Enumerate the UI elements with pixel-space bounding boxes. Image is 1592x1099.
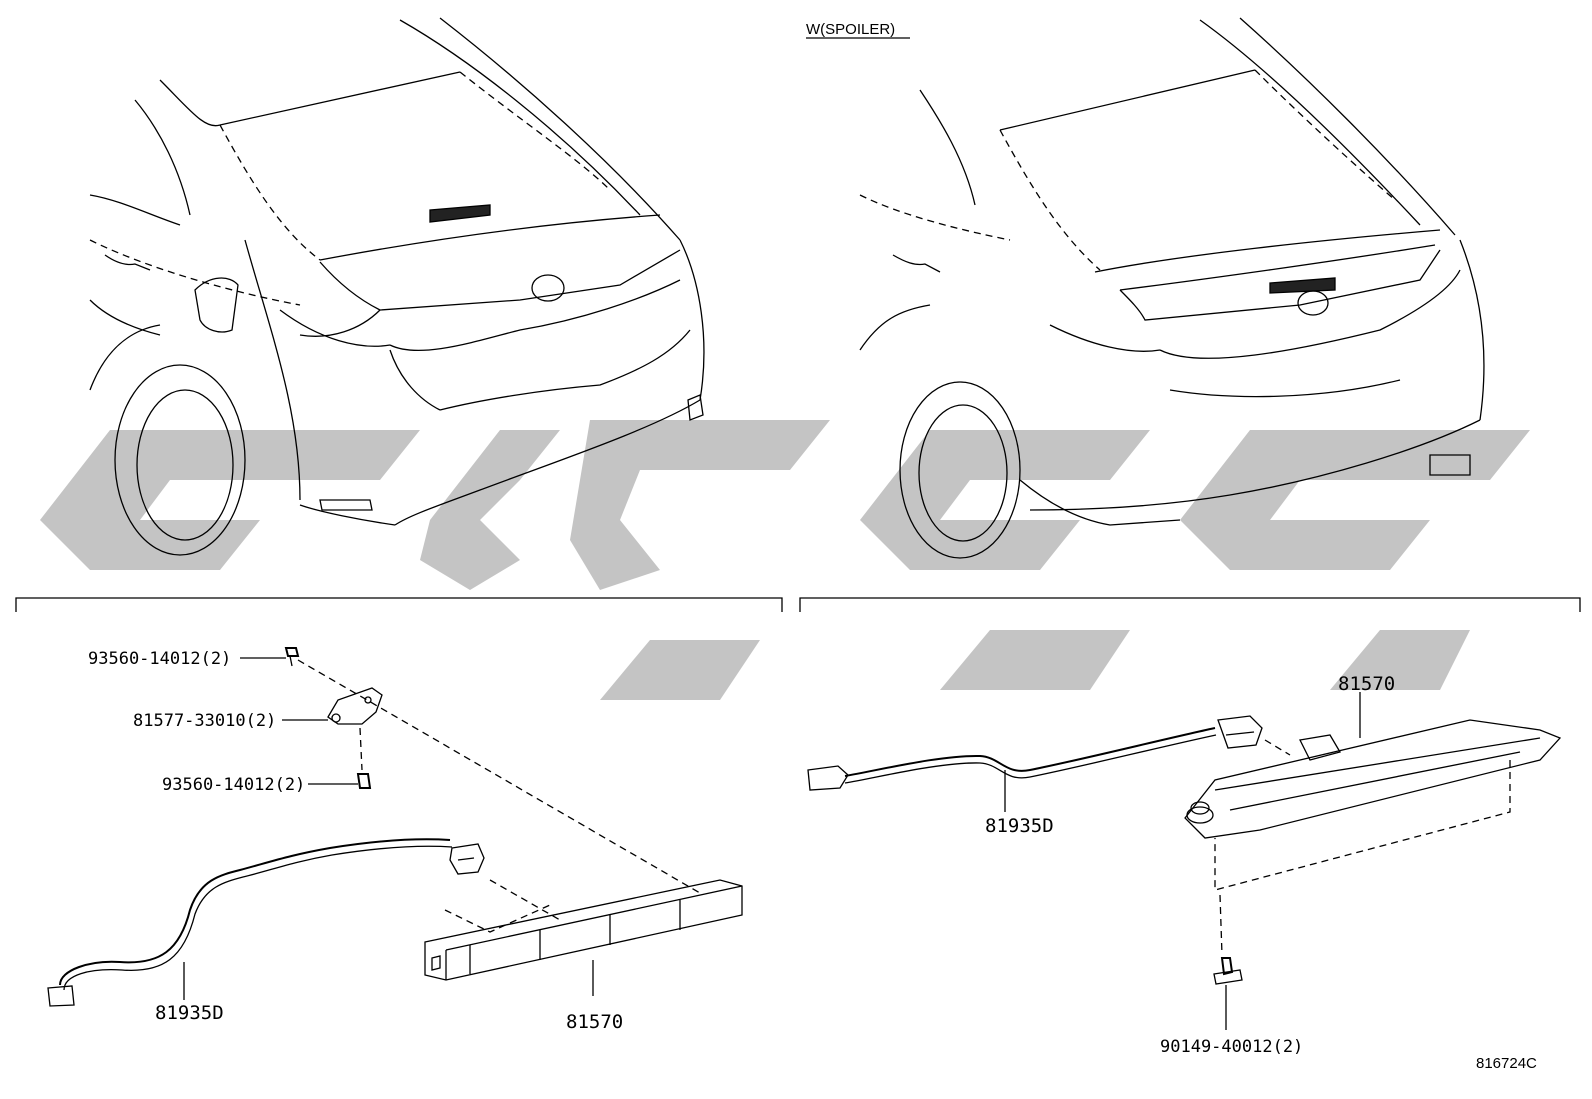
callout-bracket: 81577-33010(2) <box>133 711 276 731</box>
callout-screw-top: 93560-14012(2) <box>88 649 231 669</box>
wire-harness-icon <box>807 715 1263 791</box>
callout-lamp-right: 81570 <box>1338 673 1395 695</box>
callout-screw-bottom: 93560-14012(2) <box>162 775 305 795</box>
variant-label-text: W(SPOILER) <box>806 21 895 38</box>
screw-icon <box>240 647 300 667</box>
wire-harness-icon <box>47 838 485 1007</box>
diagram-code: 816724C <box>1476 1055 1537 1072</box>
callout-wire-left: 81935D <box>155 1002 224 1024</box>
variant-label: W(SPOILER) <box>806 21 910 39</box>
bracket-icon <box>282 687 383 725</box>
vehicle-rear-view-with-spoiler <box>859 17 1485 559</box>
left-exploded-parts <box>47 647 743 1007</box>
vehicle-rear-view-sedan <box>89 17 705 556</box>
section-bracket-right <box>799 597 1581 612</box>
right-exploded-parts <box>807 692 1562 1030</box>
section-bracket-left <box>15 597 783 612</box>
brake-lamp-icon <box>424 879 743 981</box>
callout-wire-right: 81935D <box>985 815 1054 837</box>
brake-lamp-icon <box>1184 719 1562 839</box>
screw-icon <box>1213 957 1243 1030</box>
callout-screw-right: 90149-40012(2) <box>1160 1037 1303 1057</box>
screw-icon <box>308 773 372 789</box>
watermark-logo <box>40 420 1530 700</box>
callout-lamp-left: 81570 <box>566 1011 623 1033</box>
